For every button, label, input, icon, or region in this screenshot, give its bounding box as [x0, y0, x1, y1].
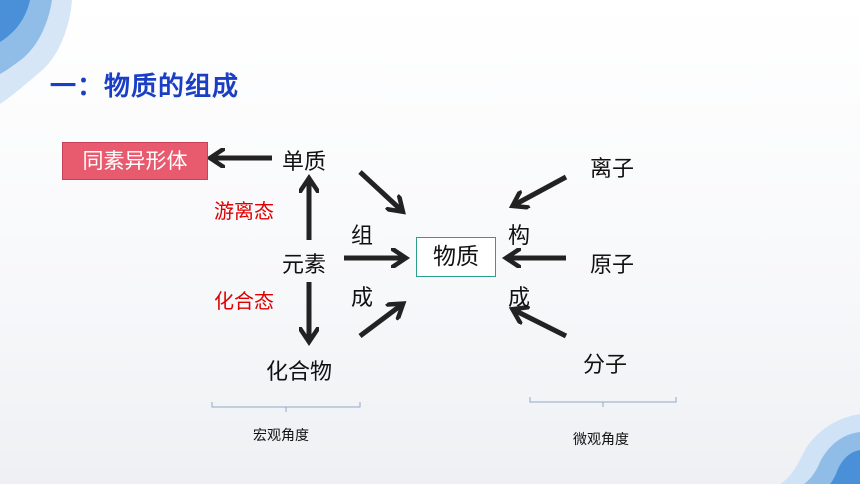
verb-construct-1: 构	[508, 224, 531, 249]
bottom-right-decoration	[780, 414, 860, 484]
compound-label: 化合物	[266, 360, 333, 385]
micro-bracket	[529, 397, 677, 407]
allotrope-box: 同素异形体	[62, 142, 208, 180]
macro-bracket	[211, 402, 361, 412]
ion-label: 离子	[590, 157, 635, 182]
verb-compose-2: 成	[351, 286, 374, 311]
arrow-elemental-to-substance	[358, 170, 400, 209]
macro-perspective-label: 宏观角度	[253, 428, 309, 444]
verb-construct-2: 成	[508, 286, 531, 311]
micro-perspective-label: 微观角度	[573, 432, 629, 448]
top-left-decoration	[0, 0, 72, 104]
arrow-ion-to-substance	[516, 174, 568, 204]
substance-box: 物质	[416, 237, 496, 277]
verb-compose-1: 组	[351, 224, 374, 249]
molecule-label: 分子	[583, 353, 628, 378]
combined-state-label: 化合态	[214, 289, 274, 313]
page-title: 一：物质的组成	[50, 72, 240, 102]
elemental-substance-label: 单质	[282, 150, 327, 175]
arrow-molecule-to-substance	[516, 311, 568, 339]
arrow-compound-to-substance	[358, 306, 400, 338]
free-state-label: 游离态	[214, 199, 274, 223]
element-label: 元素	[282, 253, 327, 278]
atom-label: 原子	[590, 253, 635, 278]
